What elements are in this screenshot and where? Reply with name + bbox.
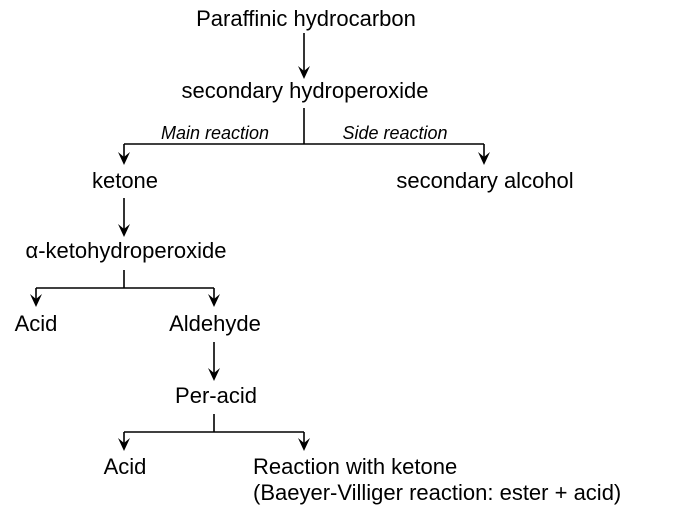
node-aldehyde: Aldehyde [169,311,261,336]
nodes: Paraffinic hydrocarbon secondary hydrope… [15,6,622,505]
arrowhead-to-aldehyde [208,294,220,307]
node-alpha-ketohydroperoxide: α-ketohydroperoxide [25,238,226,263]
arrowhead-hydrocarbon-to-hydroperoxide [298,66,310,79]
arrowhead-to-ketone [118,152,130,165]
arrowhead-to-reaction-with-ketone [298,438,310,451]
arrowhead-aldehyde-to-peracid [208,368,220,381]
main-reaction-label: Main reaction [161,123,269,143]
node-secondary-alcohol: secondary alcohol [396,168,573,193]
arrowhead-to-secondary-alcohol [478,152,490,165]
side-reaction-label: Side reaction [342,123,447,143]
node-baeyer-villiger: (Baeyer-Villiger reaction: ester + acid) [253,480,621,505]
connectors [30,33,490,451]
node-secondary-hydroperoxide: secondary hydroperoxide [181,78,428,103]
node-per-acid: Per-acid [175,383,257,408]
arrowhead-to-acid-1 [30,294,42,307]
arrowhead-ketone-to-ketohydroperoxide [118,224,130,237]
node-acid-1: Acid [15,311,58,336]
branch-labels: Main reaction Side reaction [161,123,448,143]
arrowhead-to-acid-2 [118,438,130,451]
node-paraffinic-hydrocarbon: Paraffinic hydrocarbon [196,6,416,31]
node-ketone: ketone [92,168,158,193]
node-acid-2: Acid [104,454,147,479]
node-reaction-with-ketone: Reaction with ketone [253,454,457,479]
